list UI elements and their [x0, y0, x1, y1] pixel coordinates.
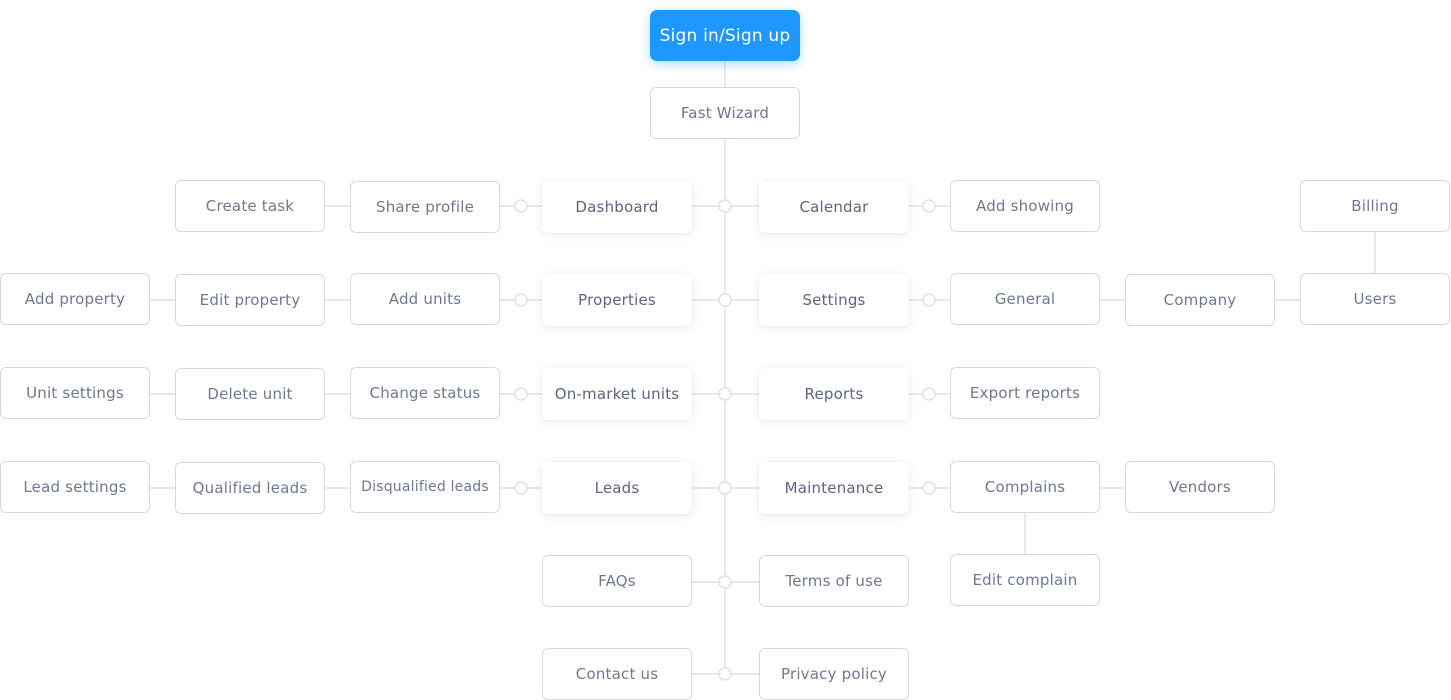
contact-us-node: Contact us: [542, 648, 692, 700]
unit-settings-node: Unit settings: [0, 367, 150, 419]
complains-node: Complains: [950, 461, 1100, 513]
settings-node: Settings: [759, 274, 909, 326]
delete-unit-node: Delete unit: [175, 368, 325, 420]
add-units-node: Add units: [350, 273, 500, 325]
lead-settings-node: Lead settings: [0, 461, 150, 513]
billing-node: Billing: [1300, 180, 1450, 232]
general-node: General: [950, 273, 1100, 325]
edit-complain-node: Edit complain: [950, 554, 1100, 606]
dashboard-node: Dashboard: [542, 181, 692, 233]
calendar-node: Calendar: [759, 181, 909, 233]
reports-node: Reports: [759, 368, 909, 420]
maintenance-node: Maintenance: [759, 462, 909, 514]
on-market-units-node: On-market units: [542, 368, 692, 420]
qualified-leads-node: Qualified leads: [175, 462, 325, 514]
change-status-node: Change status: [350, 367, 500, 419]
properties-node: Properties: [542, 274, 692, 326]
edit-property-node: Edit property: [175, 274, 325, 326]
faqs-node: FAQs: [542, 555, 692, 607]
share-profile-node: Share profile: [350, 181, 500, 233]
company-node: Company: [1125, 274, 1275, 326]
sign-in-sign-up-node: Sign in/Sign up: [650, 10, 800, 61]
add-showing-node: Add showing: [950, 180, 1100, 232]
add-property-node: Add property: [0, 273, 150, 325]
vendors-node: Vendors: [1125, 461, 1275, 513]
privacy-policy-node: Privacy policy: [759, 648, 909, 700]
create-task-node: Create task: [175, 180, 325, 232]
leads-node: Leads: [542, 462, 692, 514]
export-reports-node: Export reports: [950, 367, 1100, 419]
users-node: Users: [1300, 273, 1450, 325]
fast-wizard-node: Fast Wizard: [650, 87, 800, 139]
terms-of-use-node: Terms of use: [759, 555, 909, 607]
disqualified-leads-node: Disqualified leads: [350, 461, 500, 513]
